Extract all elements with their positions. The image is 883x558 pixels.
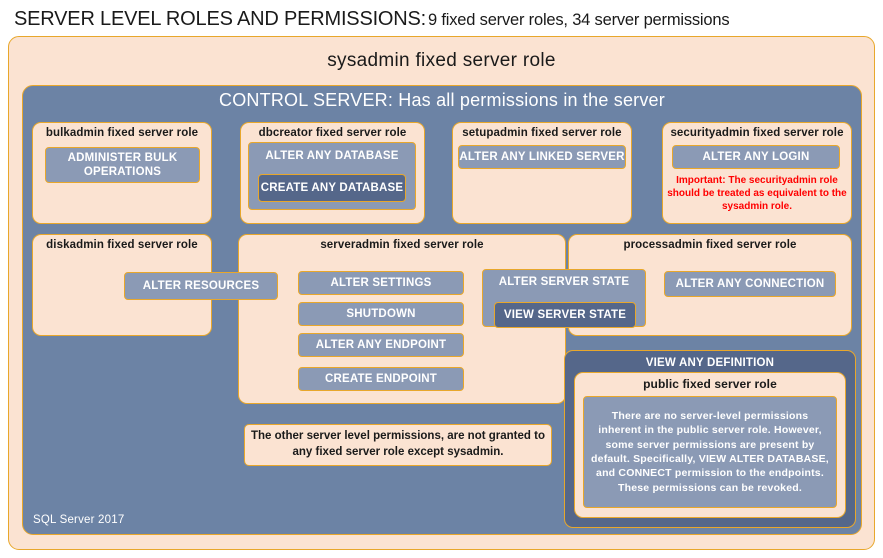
permission-administer-bulk-operations: ADMINISTER BULK OPERATIONS: [45, 147, 200, 183]
permission-alter-any-login: ALTER ANY LOGIN: [672, 145, 840, 169]
diskadmin-role-label: diskadmin fixed server role: [46, 239, 198, 251]
public-role-note: There are no server-level permissions in…: [583, 396, 837, 508]
page-title-main: SERVER LEVEL ROLES AND PERMISSIONS:: [14, 8, 427, 30]
sql-server-version-label: SQL Server 2017: [33, 514, 125, 526]
permission-create-any-database: CREATE ANY DATABASE: [258, 174, 406, 202]
securityadmin-role-panel: [662, 122, 852, 224]
serveradmin-role-label: serveradmin fixed server role: [320, 239, 484, 251]
permission-view-any-definition-label: VIEW ANY DEFINITION: [645, 357, 775, 369]
permission-alter-any-connection: ALTER ANY CONNECTION: [664, 271, 836, 297]
securityadmin-role-label: securityadmin fixed server role: [670, 127, 844, 139]
bulkadmin-role-label: bulkadmin fixed server role: [45, 127, 199, 139]
processadmin-role-label: processadmin fixed server role: [623, 239, 797, 251]
setupadmin-role-panel: [452, 122, 632, 224]
public-role-label: public fixed server role: [643, 377, 777, 391]
other-permissions-note: The other server level permissions, are …: [244, 424, 552, 466]
permission-alter-resources: ALTER RESOURCES: [124, 272, 278, 300]
permission-view-server-state: VIEW SERVER STATE: [494, 302, 636, 328]
permission-alter-any-linked-server: ALTER ANY LINKED SERVER: [458, 145, 626, 169]
page-title: SERVER LEVEL ROLES AND PERMISSIONS:9 fix…: [14, 8, 874, 34]
permission-alter-settings: ALTER SETTINGS: [298, 271, 464, 295]
setupadmin-role-label: setupadmin fixed server role: [462, 127, 622, 139]
securityadmin-warning-text: Important: The securityadmin role should…: [667, 175, 847, 213]
permission-alter-any-endpoint: ALTER ANY ENDPOINT: [298, 333, 464, 357]
permission-shutdown: SHUTDOWN: [298, 302, 464, 326]
page-title-subtitle: 9 fixed server roles, 34 server permissi…: [428, 11, 730, 29]
permission-create-endpoint: CREATE ENDPOINT: [298, 367, 464, 391]
dbcreator-role-label: dbcreator fixed server role: [258, 127, 407, 139]
sysadmin-role-label: sysadmin fixed server role: [327, 50, 556, 71]
control-server-label: CONTROL SERVER: Has all permissions in t…: [219, 90, 665, 110]
